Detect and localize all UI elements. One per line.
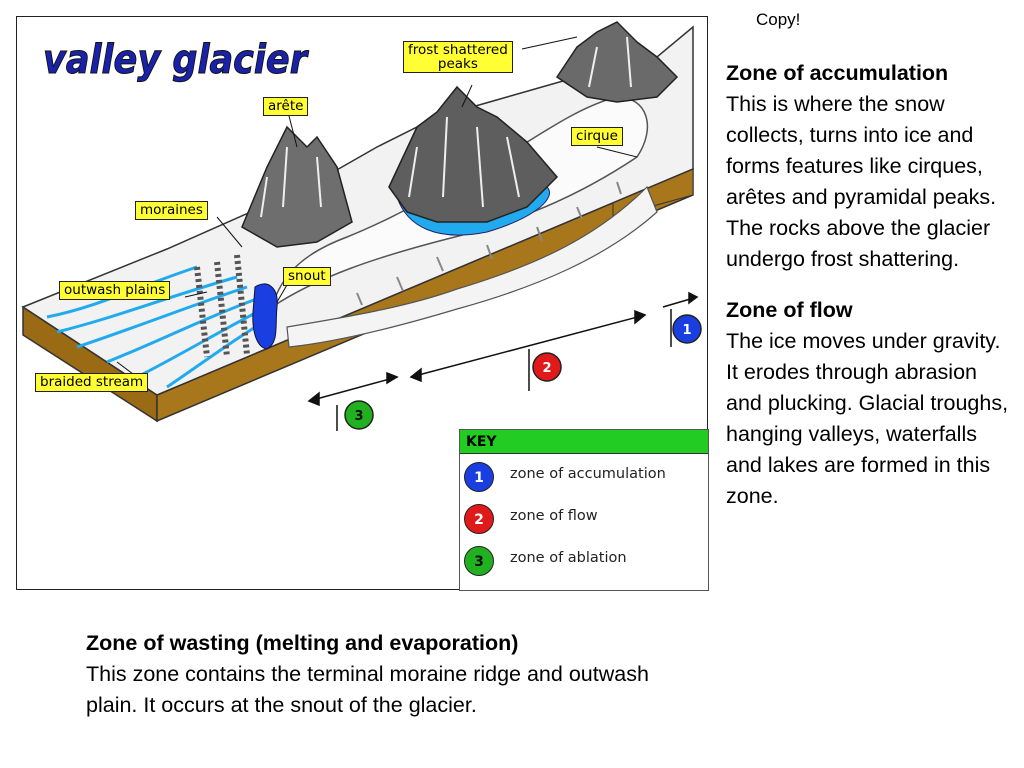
central-peak <box>388 85 559 223</box>
flow-section: Zone of flow The ice moves under gravity… <box>726 295 1016 512</box>
label-outwash-plains: outwash plains <box>59 281 171 300</box>
label-arete: arête <box>263 97 309 116</box>
key-row-flow: 2 zone of flow <box>460 502 708 536</box>
key-panel: KEY 1 zone of accumulation 2 zone of flo… <box>459 429 709 591</box>
zone-marker-2-text: 2 <box>542 361 551 376</box>
key-title: KEY <box>460 430 708 454</box>
label-frost-shattered-peaks: frost shattered peaks <box>403 41 513 73</box>
label-leader-lines <box>116 36 638 378</box>
accumulation-body: This is where the snow collects, turns i… <box>726 92 997 271</box>
accumulation-section: Zone of accumulation This is where the s… <box>726 58 1016 275</box>
flow-body: The ice moves under gravity. It erodes t… <box>726 329 1009 508</box>
crevasse-lines <box>356 181 622 306</box>
key-row-accumulation: 1 zone of accumulation <box>460 460 708 494</box>
label-cirque: cirque <box>571 127 623 146</box>
label-snout: snout <box>283 267 331 286</box>
label-frost-shattered-line-2: peaks <box>437 56 478 72</box>
key-zone-3-icon: 3 <box>464 546 494 576</box>
label-braided-stream: braided stream <box>35 373 149 392</box>
wasting-body: This zone contains the terminal moraine … <box>86 662 649 717</box>
wasting-section: Zone of wasting (melting and evaporation… <box>86 628 706 721</box>
glacier-lower-ice <box>286 185 658 348</box>
label-frost-shattered-line-1: frost shattered <box>408 42 508 58</box>
valley-glacier-diagram: 1 2 3 valley glacier frost shattered pea… <box>16 16 709 591</box>
glacier-illustration: 1 2 3 valley glacier <box>21 21 702 431</box>
accumulation-heading: Zone of accumulation <box>726 61 949 85</box>
sidebar-text: Zone of accumulation This is where the s… <box>726 58 1016 532</box>
zone-marker-3-text: 3 <box>354 409 363 424</box>
copy-link[interactable]: Copy! <box>756 10 801 29</box>
moraine-ridges <box>194 254 250 358</box>
zone-marker-3 <box>344 400 374 430</box>
key-row-ablation: 3 zone of ablation <box>460 544 708 578</box>
key-zone-3-label: zone of ablation <box>510 550 627 566</box>
zone-marker-2 <box>532 352 562 382</box>
zone-marker-1-text: 1 <box>682 323 691 338</box>
label-moraines: moraines <box>135 201 208 220</box>
arete-mountain <box>241 125 353 248</box>
key-zone-2-icon: 2 <box>464 504 494 534</box>
key-zone-1-label: zone of accumulation <box>510 466 666 482</box>
zone-arrows <box>307 291 699 431</box>
diagram-title: valley glacier <box>43 37 309 83</box>
flow-heading: Zone of flow <box>726 298 853 322</box>
key-zone-1-icon: 1 <box>464 462 494 492</box>
frost-shattered-peak <box>555 21 679 103</box>
rock-streaks <box>260 36 632 218</box>
snout-lake <box>252 283 278 350</box>
key-zone-2-label: zone of flow <box>510 508 598 524</box>
zone-marker-1 <box>672 314 702 344</box>
wasting-heading: Zone of wasting (melting and evaporation… <box>86 631 519 655</box>
